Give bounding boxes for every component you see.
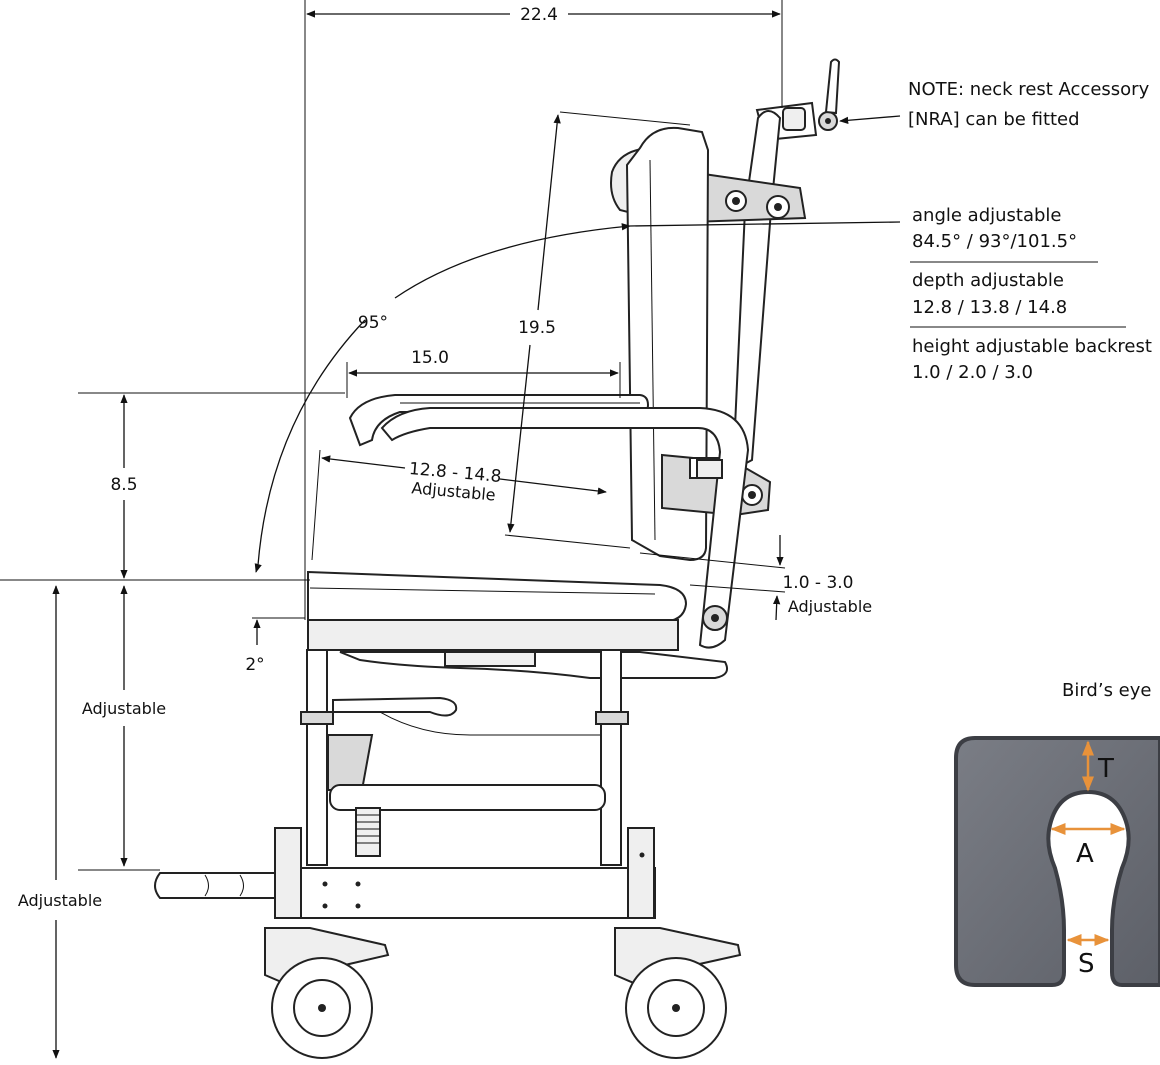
rear-upright-post [731,110,782,472]
birds-eye-label-a: A [1076,839,1094,869]
seat-tilt-label: 2° [245,655,264,675]
angle-adjust-title: angle adjustable [912,205,1062,226]
arm-height-label: 8.5 [110,475,137,495]
dimension-lines [0,0,901,1059]
front-caster [264,927,390,1059]
depth-adjust-title: depth adjustable [912,270,1064,291]
adjustment-notes: NOTE: neck rest Accessory [NRA] can be f… [908,79,1152,383]
birds-eye-seat [954,736,1160,987]
recline-angle-label: 95° [358,313,388,333]
neck-rest-note-line2: [NRA] can be fitted [908,109,1080,130]
backrest-board [625,126,710,562]
front-leg [306,649,328,866]
birds-eye-view: Bird’s eye T A S [954,680,1160,987]
birds-eye-label-t: T [1097,754,1114,784]
depth-adjust-values: 12.8 / 13.8 / 14.8 [912,297,1067,318]
neck-rest-note-line1: NOTE: neck rest Accessory [908,79,1150,100]
armrest-length-label: 15.0 [411,348,449,368]
back-height-label: 19.5 [518,318,556,338]
rear-leg [600,649,622,866]
backrest-offset-note: Adjustable [788,597,872,616]
base-frame [274,867,656,919]
height-adjust-title: height adjustable backrest [912,336,1152,357]
birds-eye-label-s: S [1078,949,1095,979]
seat-height-label: Adjustable [82,699,166,718]
birds-eye-title: Bird’s eye [1062,680,1151,701]
chair-drawing [154,58,841,1059]
height-adjust-values: 1.0 / 2.0 / 3.0 [912,362,1033,383]
height-adjust-mechanism [327,696,606,857]
seat-cushion [307,570,688,623]
backrest-offset-label: 1.0 - 3.0 [782,573,853,593]
rear-caster [614,927,742,1059]
footrest-bar [154,872,286,899]
overall-width-label: 22.4 [520,5,558,25]
footrest-height-label: Adjustable [18,891,102,910]
angle-adjust-values: 84.5° / 93°/101.5° [912,231,1077,252]
